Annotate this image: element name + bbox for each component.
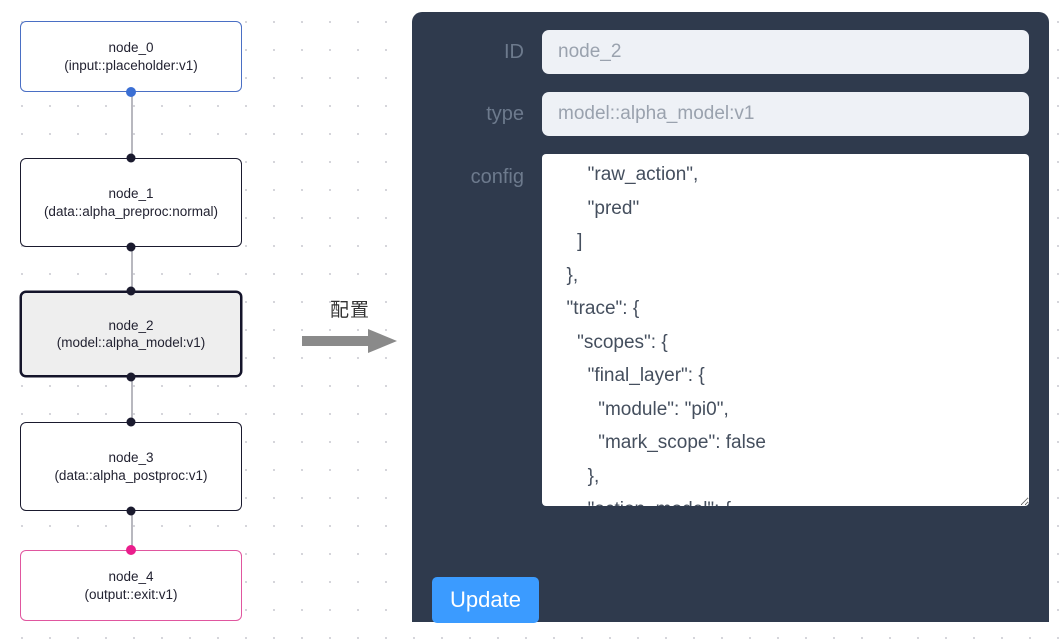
edge-node2-node3 [131, 377, 133, 422]
form-row-type: type [432, 92, 1029, 136]
type-label: type [486, 103, 524, 125]
node-label: node_3 (data::alpha_postproc:v1) [54, 450, 208, 483]
flow-node-node_1[interactable]: node_1 (data::alpha_preproc:normal) [20, 158, 242, 247]
flow-node-node_2[interactable]: node_2 (model::alpha_model:v1) [20, 291, 242, 377]
flow-node-node_0[interactable]: node_0 (input::placeholder:v1) [20, 21, 242, 92]
node-label: node_2 (model::alpha_model:v1) [56, 317, 206, 351]
node_1-source-handle[interactable] [126, 242, 136, 252]
node-label: node_1 (data::alpha_preproc:normal) [43, 186, 219, 219]
config-label: config [470, 166, 524, 188]
node_2-source-handle[interactable] [126, 372, 136, 382]
annotation-group: 配置 [295, 298, 405, 359]
edge-node3-node4 [131, 511, 133, 550]
flow-node-node_4[interactable]: node_4 (output::exit:v1) [20, 550, 242, 621]
id-input[interactable] [542, 30, 1029, 74]
type-input[interactable] [542, 92, 1029, 136]
update-button[interactable]: Update [432, 577, 539, 623]
flow-node-node_3[interactable]: node_3 (data::alpha_postproc:v1) [20, 422, 242, 511]
node_4-target-handle[interactable] [126, 545, 136, 555]
arrow-right-icon [295, 328, 405, 359]
node-label: node_4 (output::exit:v1) [84, 569, 178, 602]
form-row-id: ID [432, 30, 1029, 74]
edge-node0-node1 [131, 92, 133, 158]
node-label: node_0 (input::placeholder:v1) [64, 40, 198, 73]
node_3-source-handle[interactable] [126, 506, 136, 516]
node_3-target-handle[interactable] [126, 417, 136, 427]
annotation-label: 配置 [329, 299, 370, 321]
id-label: ID [504, 41, 524, 63]
config-panel: ID type config [412, 12, 1049, 622]
edge-node1-node2 [131, 247, 133, 291]
node_2-target-handle[interactable] [126, 286, 136, 296]
form-row-config: config [432, 154, 1029, 506]
config-textarea[interactable] [542, 154, 1029, 506]
node_1-target-handle[interactable] [126, 153, 136, 163]
node_0-source-handle[interactable] [126, 87, 136, 97]
